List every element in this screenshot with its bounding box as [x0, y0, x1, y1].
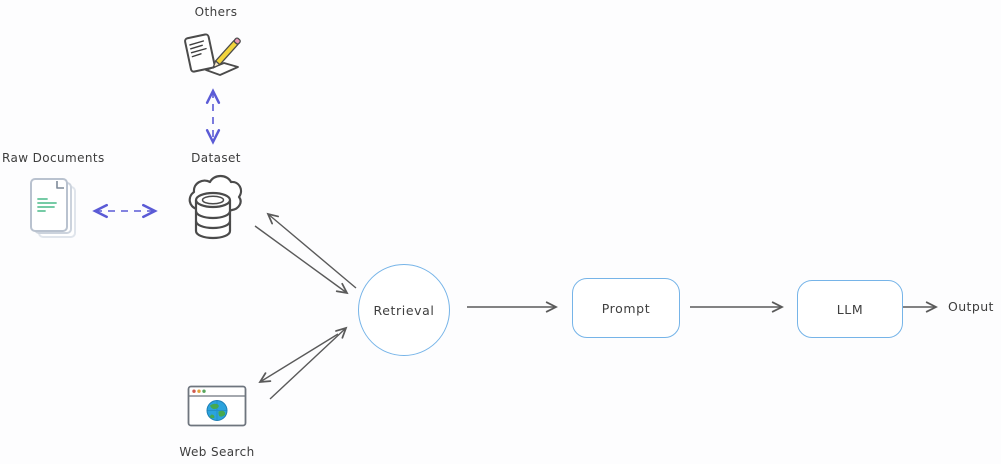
edge-retrieval-to-dataset [266, 212, 357, 289]
cloud-database-icon [188, 174, 243, 240]
prompt-node: Prompt [572, 278, 680, 338]
llm-node: LLM [797, 280, 903, 338]
web-search-label: Web Search [179, 445, 255, 459]
prompt-label: Prompt [601, 300, 651, 316]
retrieval-node: Retrieval [358, 264, 450, 356]
browser-dot-red [192, 389, 196, 393]
edge-dataset-to-retrieval [254, 225, 349, 295]
browser-dot-green [202, 389, 206, 393]
raw-documents-label: Raw Documents [2, 151, 105, 165]
globe-glyph [206, 400, 228, 421]
browser-globe-icon [187, 385, 247, 427]
llm-label: LLM [836, 301, 864, 317]
edge-retrieval-to-web-search [258, 333, 339, 384]
others-label: Others [194, 5, 238, 19]
retrieval-label: Retrieval [373, 302, 435, 318]
notepad-pencil-icon [184, 33, 241, 76]
output-label: Output [948, 299, 994, 314]
browser-dot-yellow [197, 389, 201, 393]
stacked-documents-icon [30, 178, 76, 238]
edge-web-search-to-retrieval [269, 326, 348, 400]
dataset-label: Dataset [191, 151, 241, 165]
